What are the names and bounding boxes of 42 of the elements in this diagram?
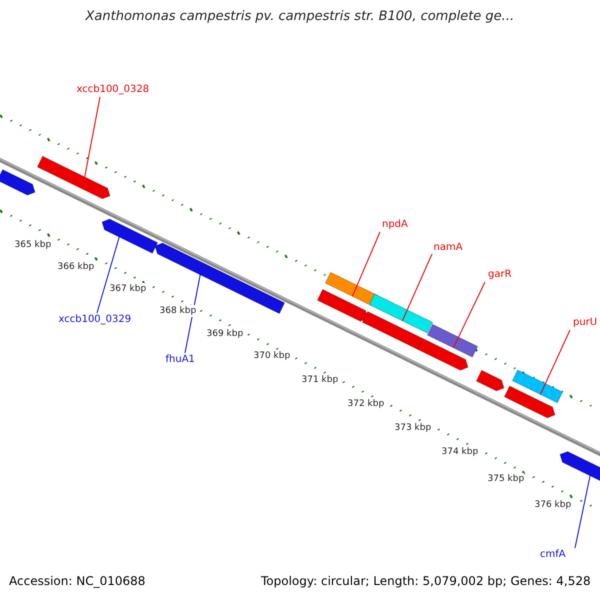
scale-label: 367 kbp [110, 283, 146, 295]
gene-feature [512, 369, 564, 404]
gene-feature [504, 385, 556, 418]
scale-label: 369 kbp [206, 328, 244, 340]
leader-line [96, 224, 124, 314]
leader-line [82, 96, 100, 190]
leader-line [540, 330, 570, 395]
scale-label: 372 kbp [348, 398, 384, 410]
gene-feature [368, 293, 434, 334]
scale-label: 373 kbp [394, 422, 432, 434]
scale-label: 368 kbp [160, 305, 196, 317]
leader-line [184, 262, 204, 354]
gene-label: npdA [382, 219, 408, 231]
gene-feature [36, 156, 110, 200]
leader-line [352, 232, 380, 297]
gene-feature [0, 169, 36, 196]
leader-line [402, 254, 432, 322]
scale-label: 365 kbp [14, 239, 52, 251]
gene-feature [154, 242, 286, 314]
scale-label: 376 kbp [534, 499, 572, 511]
gene-label: garR [488, 269, 512, 281]
gene-label: fhuA1 [166, 354, 195, 366]
leader-line [452, 282, 486, 348]
gene-label: namA [434, 242, 463, 254]
scale-label: 370 kbp [254, 350, 290, 362]
leader-line [574, 463, 594, 548]
gene-label: cmfA [540, 549, 566, 561]
scale-label: 366 kbp [58, 261, 94, 273]
accession-text: Accession: NC_010688 [9, 575, 146, 587]
title: Xanthomonas campestris pv. campestris str. B100, complete ge... [86, 11, 514, 23]
genome-info-text: Topology: circular; Length: 5,079,002 bp; Genes: 4,528 [261, 575, 591, 587]
scale-label: 374 kbp [442, 446, 478, 458]
gene-label: xccb100_0328 [76, 84, 150, 96]
gene-feature [102, 218, 158, 254]
gene-label: purU [573, 317, 598, 329]
gene-feature [416, 338, 468, 371]
gene-feature [476, 370, 504, 392]
scale-label: 375 kbp [488, 473, 524, 485]
gene-feature [316, 288, 368, 322]
gene-feature [426, 324, 478, 358]
gene-label: xccb100_0329 [58, 314, 132, 326]
scale-label: 371 kbp [302, 374, 338, 386]
